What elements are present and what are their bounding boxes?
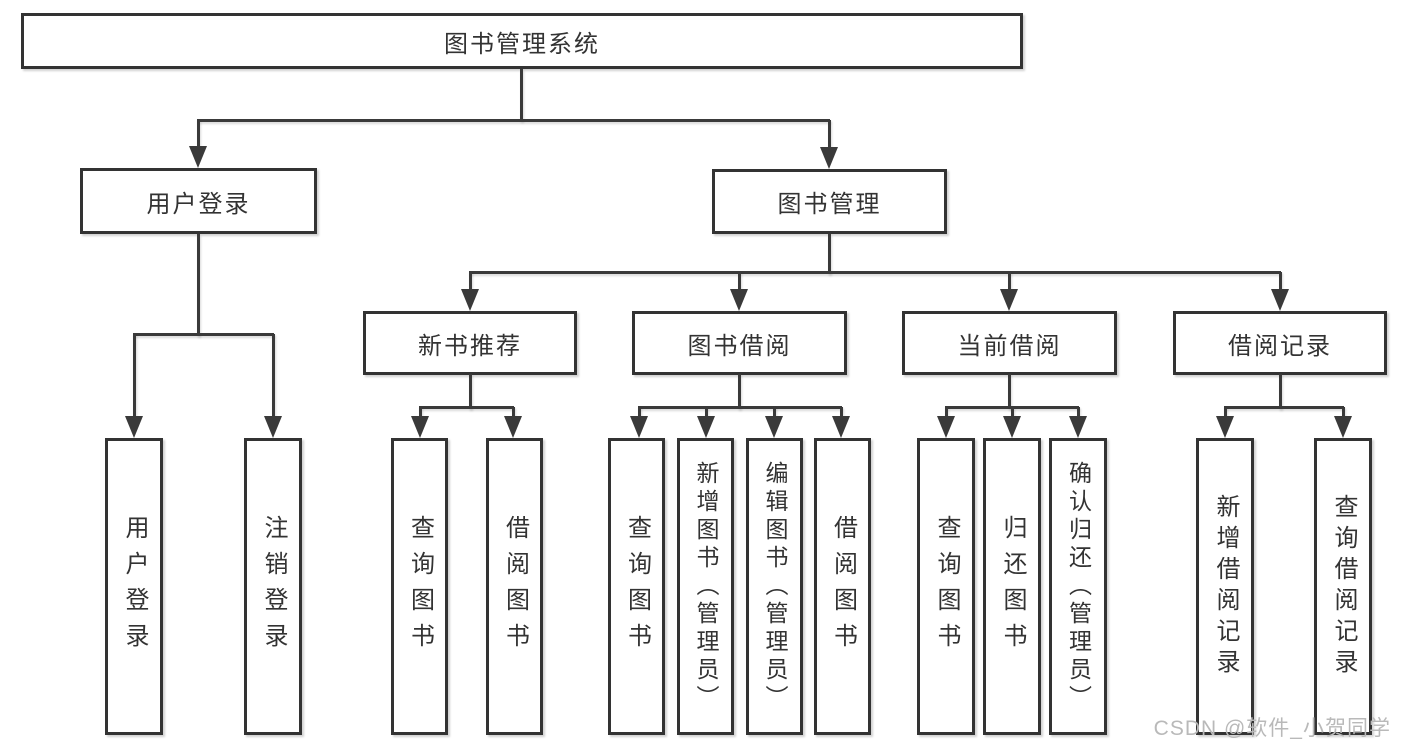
connector-line-vertical <box>737 374 741 409</box>
connector-line-horizontal <box>197 118 830 122</box>
connector-arrow-stem <box>1223 407 1227 416</box>
leaf-confirm-return-admin: 确认归还（管理员） <box>1049 438 1107 735</box>
connector-arrow-stem <box>827 120 831 147</box>
arrowhead-down-icon <box>697 416 715 438</box>
connector-arrow-stem <box>468 272 472 289</box>
connector-arrow-stem <box>196 120 200 146</box>
connector-line-vertical <box>827 234 831 274</box>
connector-line-horizontal <box>638 405 842 409</box>
leaf-return-book: 归还图书 <box>983 438 1041 735</box>
connector-line-horizontal <box>469 270 1281 274</box>
connector-arrow-stem <box>1076 407 1080 416</box>
arrowhead-down-icon <box>937 416 955 438</box>
leaf-borrow-book: 借阅图书 <box>814 438 871 735</box>
connector-line-vertical <box>468 374 472 409</box>
node-book-borrow: 图书借阅 <box>632 311 847 375</box>
connector-line-horizontal <box>1224 405 1344 409</box>
arrowhead-down-icon <box>1334 416 1352 438</box>
leaf-edit-book-admin: 编辑图书（管理员） <box>746 438 803 735</box>
connector-arrow-stem <box>418 407 422 416</box>
connector-arrow-stem <box>839 407 843 416</box>
arrowhead-down-icon <box>730 289 748 311</box>
node-borrow-record: 借阅记录 <box>1173 311 1387 375</box>
connector-arrow-stem <box>271 334 275 416</box>
leaf-user-login: 用户登录 <box>105 438 163 735</box>
leaf-logout: 注销登录 <box>244 438 302 735</box>
arrowhead-down-icon <box>765 416 783 438</box>
node-book-management: 图书管理 <box>712 169 947 234</box>
connector-line-vertical <box>196 234 200 336</box>
connector-arrow-stem <box>704 407 708 416</box>
connector-line-vertical <box>1007 374 1011 409</box>
watermark: CSDN @软件_小贺同学 <box>1153 717 1391 740</box>
connector-arrow-stem <box>737 272 741 289</box>
connector-line-horizontal <box>133 332 274 336</box>
leaf-query-book: 查询图书 <box>608 438 665 735</box>
node-user-login: 用户登录 <box>80 168 317 234</box>
leaf-query-book: 查询图书 <box>391 438 448 735</box>
connector-arrow-stem <box>511 407 515 416</box>
connector-arrow-stem <box>1007 272 1011 289</box>
leaf-add-borrow-record: 新增借阅记录 <box>1196 438 1254 735</box>
connector-line-vertical <box>1278 374 1282 409</box>
node-new-book-recommend: 新书推荐 <box>363 311 577 375</box>
arrowhead-down-icon <box>504 416 522 438</box>
arrowhead-down-icon <box>411 416 429 438</box>
node-root-system: 图书管理系统 <box>21 13 1023 69</box>
leaf-query-book: 查询图书 <box>917 438 975 735</box>
connector-arrow-stem <box>637 407 641 416</box>
node-current-borrow: 当前借阅 <box>902 311 1117 375</box>
arrowhead-down-icon <box>820 147 838 169</box>
leaf-query-borrow-record: 查询借阅记录 <box>1314 438 1372 735</box>
connector-arrow-stem <box>1010 407 1014 416</box>
connector-arrow-stem <box>1341 407 1345 416</box>
connector-arrow-stem <box>1278 272 1282 289</box>
connector-line-horizontal <box>419 405 514 409</box>
arrowhead-down-icon <box>189 146 207 168</box>
connector-line-vertical <box>519 69 523 121</box>
arrowhead-down-icon <box>1069 416 1087 438</box>
connector-arrow-stem <box>132 334 136 416</box>
arrowhead-down-icon <box>125 416 143 438</box>
arrowhead-down-icon <box>461 289 479 311</box>
arrowhead-down-icon <box>1003 416 1021 438</box>
arrowhead-down-icon <box>1216 416 1234 438</box>
arrowhead-down-icon <box>1271 289 1289 311</box>
connector-arrow-stem <box>944 407 948 416</box>
arrowhead-down-icon <box>1000 289 1018 311</box>
arrowhead-down-icon <box>264 416 282 438</box>
leaf-borrow-book: 借阅图书 <box>486 438 543 735</box>
arrowhead-down-icon <box>630 416 648 438</box>
connector-arrow-stem <box>772 407 776 416</box>
arrowhead-down-icon <box>832 416 850 438</box>
leaf-add-book-admin: 新增图书（管理员） <box>677 438 734 735</box>
